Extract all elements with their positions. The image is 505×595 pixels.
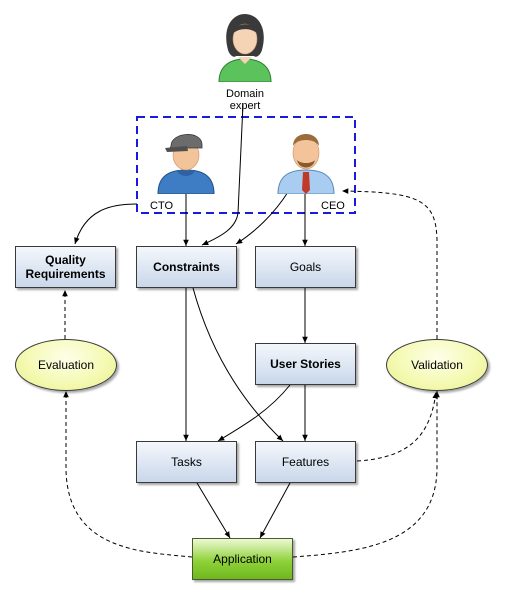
application-node[interactable]: Application	[192, 538, 293, 580]
cto-label: CTO	[150, 200, 174, 212]
edge-constraints-to-features	[192, 287, 284, 442]
application-label: Application	[213, 552, 272, 566]
edge-validation-to-ceo	[341, 188, 438, 339]
constraints-label: Constraints	[153, 260, 220, 274]
evaluation-label: Evaluation	[37, 358, 95, 372]
features-label: Features	[281, 455, 330, 469]
validation-label: Validation	[411, 358, 463, 372]
edge-application-to-evaluation	[63, 391, 193, 558]
edge-features-to-application	[259, 482, 291, 539]
tasks-node[interactable]: Tasks	[136, 441, 237, 483]
goals-label: Goals	[289, 260, 322, 274]
features-node[interactable]: Features	[255, 441, 356, 483]
edge-user-stories-to-tasks	[217, 384, 291, 442]
domain-expert-label-line2: expert	[229, 100, 261, 112]
user-stories-node[interactable]: User Stories	[255, 343, 356, 385]
user-stories-label: User Stories	[270, 357, 341, 371]
validation-node[interactable]: Validation	[386, 339, 488, 391]
edge-features-to-validation	[356, 391, 438, 462]
evaluation-node[interactable]: Evaluation	[15, 339, 117, 391]
edge-domain-expert-to-constraints	[201, 103, 244, 246]
tasks-label: Tasks	[171, 455, 202, 469]
edge-cto-to-quality	[74, 203, 138, 245]
goals-node[interactable]: Goals	[255, 246, 356, 288]
domain-expert-label-line1: Domain	[226, 88, 264, 100]
quality-requirements-node[interactable]: Quality Requirements	[15, 246, 116, 288]
constraints-node[interactable]: Constraints	[136, 246, 237, 288]
bearded-user-icon	[277, 134, 335, 194]
ceo-label: CEO	[321, 200, 345, 212]
quality-requirements-line1: Quality	[45, 253, 86, 267]
quality-requirements-line2: Requirements	[25, 267, 106, 281]
female-user-icon	[218, 14, 272, 82]
edge-ceo-to-constraints	[235, 191, 289, 245]
domain-expert-label: Domain expert	[214, 88, 276, 112]
cap-user-icon	[157, 134, 215, 194]
stakeholder-group-frame	[136, 116, 356, 214]
edge-tasks-to-application	[196, 482, 231, 539]
